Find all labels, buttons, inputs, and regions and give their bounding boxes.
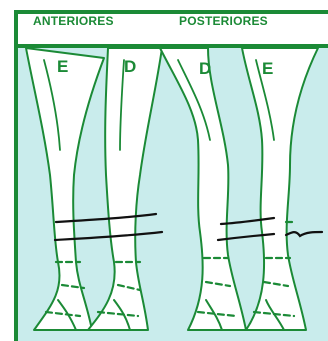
group-label-anteriores: ANTERIORES <box>33 14 114 28</box>
leg-anterior-e <box>26 48 104 330</box>
leg-anterior-d <box>88 48 162 330</box>
group-label-posteriores: POSTERIORES <box>179 14 268 28</box>
leg-letter-anterior-e: E <box>57 58 68 75</box>
leg-letter-anterior-d: D <box>124 58 136 75</box>
marking-hind-e <box>286 232 322 236</box>
leg-letter-posterior-e: E <box>262 60 273 77</box>
leg-letter-posterior-d: D <box>199 60 211 77</box>
leg-posterior-d <box>160 48 246 330</box>
leg-posterior-e <box>242 48 318 330</box>
